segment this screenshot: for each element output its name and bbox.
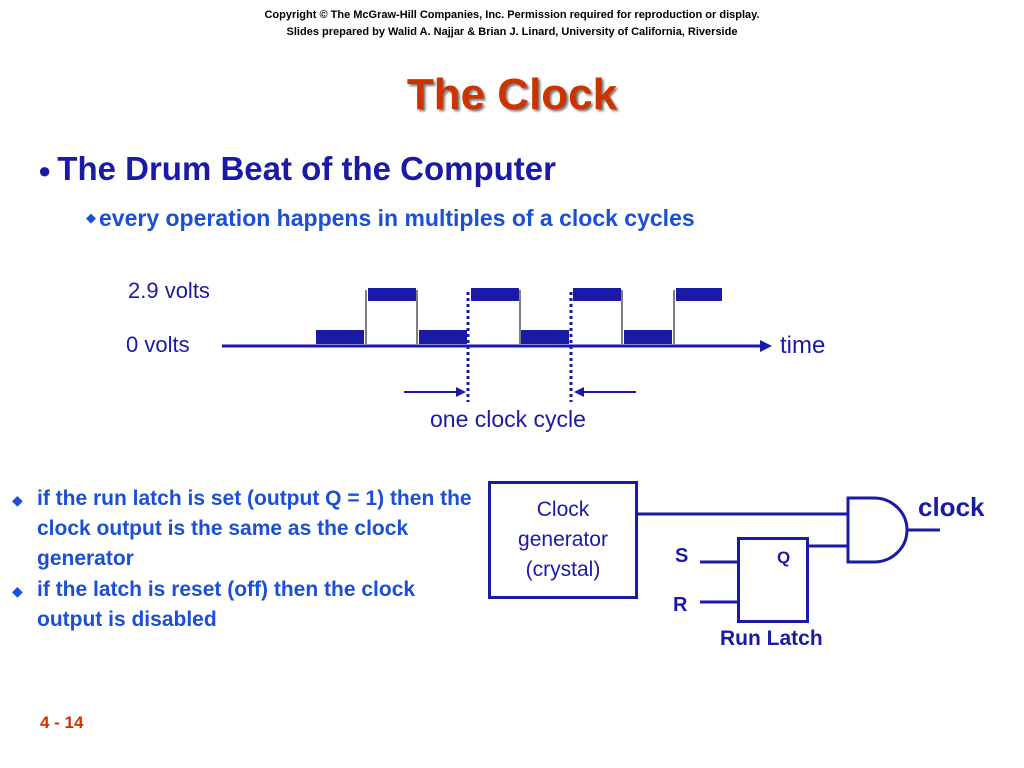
clock-waveform bbox=[316, 288, 722, 344]
time-label: time bbox=[780, 332, 826, 359]
time-axis bbox=[222, 340, 772, 352]
latch-q-label: Q bbox=[777, 548, 791, 567]
clock-generator-box: Clock generator (crystal) bbox=[488, 481, 638, 599]
run-latch-box bbox=[737, 537, 809, 623]
generator-line-1: Clock bbox=[536, 498, 590, 521]
clock-output-label: clock bbox=[918, 492, 985, 522]
run-latch-label: Run Latch bbox=[720, 627, 823, 650]
copyright-line-1: Copyright © The McGraw-Hill Companies, I… bbox=[264, 9, 760, 21]
generator-line-2: generator bbox=[518, 528, 608, 551]
clock-cycle-label: one clock cycle bbox=[430, 406, 586, 432]
circuit-wires bbox=[638, 512, 940, 604]
bullet-dot-icon: ● bbox=[38, 158, 52, 184]
main-bullet: ●The Drum Beat of the Computer bbox=[38, 150, 556, 188]
note-item-1: ◆ if the run latch is set (output Q = 1)… bbox=[12, 484, 472, 574]
diamond-bullet-icon: ◆ bbox=[12, 492, 23, 508]
note-text-1: if the run latch is set (output Q = 1) t… bbox=[37, 487, 472, 570]
main-bullet-text: The Drum Beat of the Computer bbox=[57, 150, 556, 187]
copyright-line-2: Slides prepared by Walid A. Najjar & Bri… bbox=[286, 26, 738, 38]
low-voltage-label: 0 volts bbox=[126, 332, 190, 357]
slide-title: The Clock bbox=[406, 70, 618, 119]
sub-bullet-text: every operation happens in multiples of … bbox=[99, 205, 695, 231]
high-voltage-label: 2.9 volts bbox=[128, 278, 210, 303]
latch-s-label: S bbox=[675, 545, 689, 567]
note-text-2: if the latch is reset (off) then the clo… bbox=[37, 578, 416, 631]
sub-bullet: ◆every operation happens in multiples of… bbox=[86, 205, 695, 232]
high-pulse bbox=[471, 288, 519, 301]
waveform-edges bbox=[365, 290, 675, 344]
cycle-markers bbox=[466, 292, 573, 402]
high-pulse bbox=[573, 288, 621, 301]
low-pulse bbox=[624, 330, 672, 344]
high-pulse bbox=[368, 288, 416, 301]
low-pulse bbox=[419, 330, 467, 344]
low-pulse bbox=[316, 330, 364, 344]
note-item-2: ◆ if the latch is reset (off) then the c… bbox=[12, 575, 472, 635]
and-gate bbox=[846, 496, 909, 564]
high-pulse bbox=[676, 288, 722, 301]
diamond-bullet-icon: ◆ bbox=[86, 210, 96, 225]
page-number: 4 - 14 bbox=[40, 713, 84, 732]
generator-line-3: (crystal) bbox=[525, 558, 601, 581]
low-pulse bbox=[521, 330, 569, 344]
diamond-bullet-icon: ◆ bbox=[12, 583, 23, 599]
latch-r-label: R bbox=[673, 594, 688, 616]
cycle-arrows bbox=[404, 387, 636, 397]
